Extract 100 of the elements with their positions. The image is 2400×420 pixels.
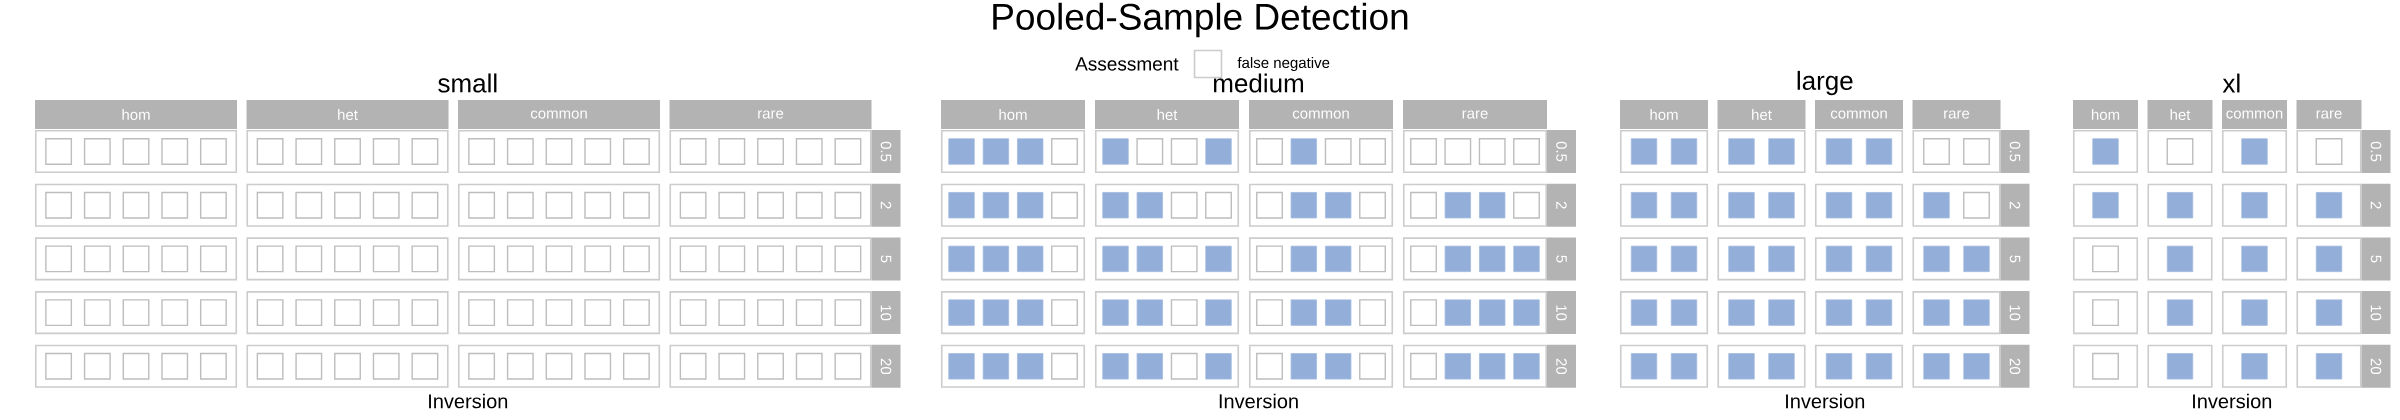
detected-tile [1325, 353, 1352, 380]
detected-tile [1768, 245, 1795, 273]
empty-tile [468, 245, 496, 273]
empty-tile [45, 352, 73, 380]
detected-tile [1963, 245, 1990, 273]
empty-tile [1256, 138, 1283, 165]
empty-tile [1205, 191, 1232, 219]
detected-tile [1630, 245, 1658, 273]
detected-tile [2166, 299, 2194, 326]
detected-tile [1670, 299, 1698, 326]
detected-tile [2315, 299, 2343, 326]
empty-tile [372, 299, 400, 327]
facet-header: common [1249, 100, 1393, 129]
empty-tile [372, 245, 400, 273]
empty-tile [622, 352, 650, 380]
detected-tile [1923, 192, 1950, 219]
detected-tile [1630, 138, 1658, 165]
facet-header: hom [1620, 100, 1708, 129]
empty-tile [295, 138, 323, 165]
empty-tile [1256, 352, 1283, 380]
empty-tile [545, 191, 573, 219]
detected-tile [1102, 299, 1129, 326]
axis-title: Inversion [2193, 393, 2272, 409]
empty-tile [718, 299, 746, 327]
empty-tile [1256, 299, 1283, 327]
empty-tile [795, 352, 823, 380]
detected-tile [1768, 192, 1795, 219]
empty-tile [1963, 138, 1990, 165]
empty-tile [834, 191, 862, 219]
legend-label: false negative [1237, 57, 1330, 71]
detected-tile [948, 245, 975, 273]
detected-tile [1963, 353, 1990, 380]
detected-tile [1513, 245, 1540, 273]
empty-tile [1359, 352, 1386, 380]
empty-tile [506, 245, 534, 273]
empty-tile [1963, 191, 1990, 219]
detected-tile [1768, 299, 1795, 326]
empty-tile [1170, 352, 1198, 380]
empty-tile [1256, 191, 1283, 219]
empty-tile [83, 191, 111, 219]
detected-tile [1325, 192, 1352, 219]
empty-tile [1051, 352, 1078, 380]
empty-tile [161, 299, 189, 327]
empty-tile [2166, 138, 2194, 165]
empty-tile [834, 352, 862, 380]
detected-tile [1923, 353, 1950, 380]
empty-tile [1170, 245, 1198, 273]
detected-tile [1728, 245, 1755, 273]
detected-tile [2092, 138, 2119, 165]
legend-title: Assessment [1075, 57, 1179, 71]
empty-tile [834, 138, 862, 165]
detected-tile [1923, 299, 1950, 326]
empty-tile [334, 352, 361, 380]
facet-header: hom [941, 100, 1085, 129]
detected-tile [1479, 353, 1506, 380]
empty-tile [122, 191, 150, 219]
empty-tile [45, 245, 73, 273]
facet-row-label: 5 [2000, 237, 2030, 281]
empty-tile [1324, 138, 1352, 165]
axis-title: Inversion [1219, 393, 1298, 409]
empty-tile [545, 245, 573, 273]
empty-tile [122, 352, 150, 380]
empty-tile [256, 191, 284, 219]
detected-tile [1290, 192, 1317, 219]
detected-tile [1865, 138, 1893, 165]
facet-header: common [458, 100, 660, 129]
empty-tile [1136, 138, 1164, 165]
empty-tile [834, 299, 862, 327]
detected-tile [1728, 299, 1755, 326]
empty-tile [1359, 245, 1386, 273]
empty-tile [584, 191, 612, 219]
empty-tile [295, 299, 323, 327]
facet-header: rare [2296, 100, 2362, 129]
empty-tile [545, 299, 573, 327]
empty-tile [372, 191, 400, 219]
detected-tile [1865, 299, 1893, 326]
empty-tile [295, 191, 323, 219]
detected-tile [1825, 299, 1853, 326]
empty-tile [718, 352, 746, 380]
facet-row-label: 2 [2000, 183, 2030, 227]
detected-tile [1102, 245, 1129, 273]
empty-tile [45, 191, 73, 219]
empty-tile [334, 191, 361, 219]
detected-tile [1444, 353, 1471, 380]
detected-tile [1513, 299, 1540, 326]
detected-tile [1017, 138, 1044, 165]
empty-tile [1513, 191, 1540, 219]
empty-tile [83, 138, 111, 165]
detected-tile [2241, 353, 2268, 380]
detected-tile [1670, 353, 1698, 380]
empty-tile [295, 352, 323, 380]
empty-tile [1170, 299, 1198, 327]
empty-tile [545, 352, 573, 380]
detected-tile [1865, 192, 1893, 219]
detected-tile [1136, 245, 1163, 273]
facet-title: xl [2222, 73, 2240, 93]
detected-tile [1290, 245, 1317, 273]
empty-tile [1444, 138, 1472, 165]
facet-header: rare [1912, 100, 2001, 129]
detected-tile [1728, 192, 1755, 219]
